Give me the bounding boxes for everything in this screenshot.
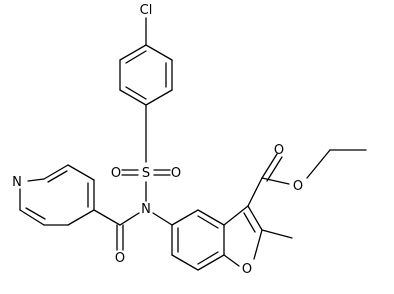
- atom-n-pyridine: N: [12, 175, 22, 190]
- bond-furan-o-c7a: [223, 254, 240, 267]
- bond-benz-2: [197, 209, 225, 226]
- atom-labels: Cl S O O N N O O O O: [12, 3, 303, 277]
- bond-pyr-6: [19, 209, 45, 226]
- atom-s: S: [142, 166, 150, 181]
- bond-benz-5: [171, 254, 199, 271]
- bond-furan-c3-c2-inner: [243, 212, 256, 233]
- atom-o-ester-carbonyl: O: [274, 143, 284, 158]
- atom-o-furan: O: [242, 262, 252, 277]
- bond-ester-o-ch2: [306, 149, 331, 179]
- bond-ring-top-inner: [125, 50, 147, 64]
- bond-benz-2-inner: [197, 215, 219, 229]
- bond-n-aryl: [152, 212, 173, 226]
- bond-n-carbonyl: [119, 212, 140, 226]
- bond-c3-ester-carbon: [247, 177, 263, 207]
- bond-furan-c3a-c3: [223, 205, 249, 226]
- bond-pyr-3: [67, 164, 95, 181]
- atom-n-amide: N: [141, 202, 151, 217]
- atom-o-sulfonyl-left: O: [111, 166, 121, 181]
- bond-ester-co-a: [261, 153, 278, 179]
- atom-o-ester: O: [293, 179, 303, 194]
- bond-ring-bottom-left: [119, 89, 147, 106]
- bond-ester-co-b: [266, 156, 283, 182]
- bond-ester-c-o: [261, 177, 290, 185]
- bond-ring-top-right: [145, 44, 173, 61]
- bond-furan-c2-o: [253, 229, 263, 260]
- bond-methyl: [261, 229, 293, 239]
- bond-furan-c3-c2: [247, 205, 263, 231]
- bond-pyr-n-left: [27, 178, 45, 182]
- bond-benz-4-inner: [197, 251, 219, 265]
- bond-carbonyl-pyridine: [93, 209, 121, 226]
- atom-cl: Cl: [140, 3, 153, 18]
- bond-pyr-4: [43, 164, 69, 180]
- atom-o-sulfonyl-right: O: [171, 166, 181, 181]
- atom-o-amide: O: [115, 251, 125, 266]
- bond-ring-bottom-left-inner: [125, 86, 147, 100]
- bond-benz-4: [197, 254, 225, 271]
- bond-pyr-6-inner: [25, 207, 46, 220]
- bond-benz-1: [171, 209, 199, 226]
- bond-ring-top: [119, 44, 147, 61]
- bonds: [19, 17, 367, 271]
- bond-pyr-1: [67, 209, 95, 226]
- bond-pyr-4-inner: [47, 170, 68, 183]
- bond-ring-bottom-right: [145, 89, 173, 106]
